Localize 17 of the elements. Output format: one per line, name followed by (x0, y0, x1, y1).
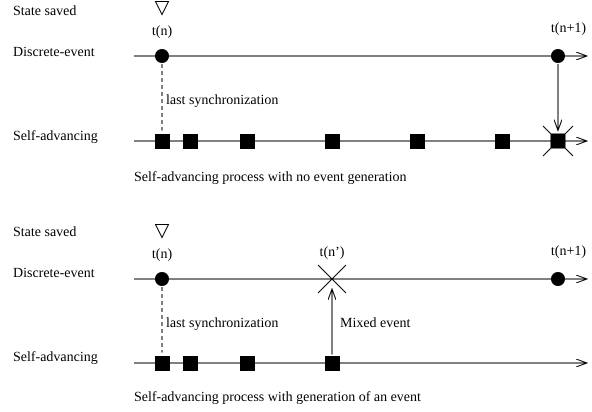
time-label: t(n’) (320, 245, 344, 261)
row-label: Discrete-event (13, 266, 95, 282)
edge-label: last synchronization (164, 93, 280, 109)
arrow (554, 64, 562, 131)
row-label: Self-advancing (13, 350, 98, 366)
row-label: State saved (13, 4, 76, 20)
time-label: t(n+1) (550, 21, 586, 37)
row-label: Self-advancing (13, 129, 98, 145)
time-label: t(n+1) (550, 244, 586, 260)
edge-label: last synchronization (164, 316, 280, 332)
time-label: t(n) (152, 24, 172, 40)
panel-caption: Self-advancing process with generation of an event (134, 390, 421, 406)
arrow (328, 288, 336, 355)
panel-caption: Self-advancing process with no event generation (134, 170, 407, 186)
row-label: State saved (13, 225, 76, 241)
row-label: Discrete-event (13, 45, 95, 61)
time-label: t(n) (152, 247, 172, 263)
